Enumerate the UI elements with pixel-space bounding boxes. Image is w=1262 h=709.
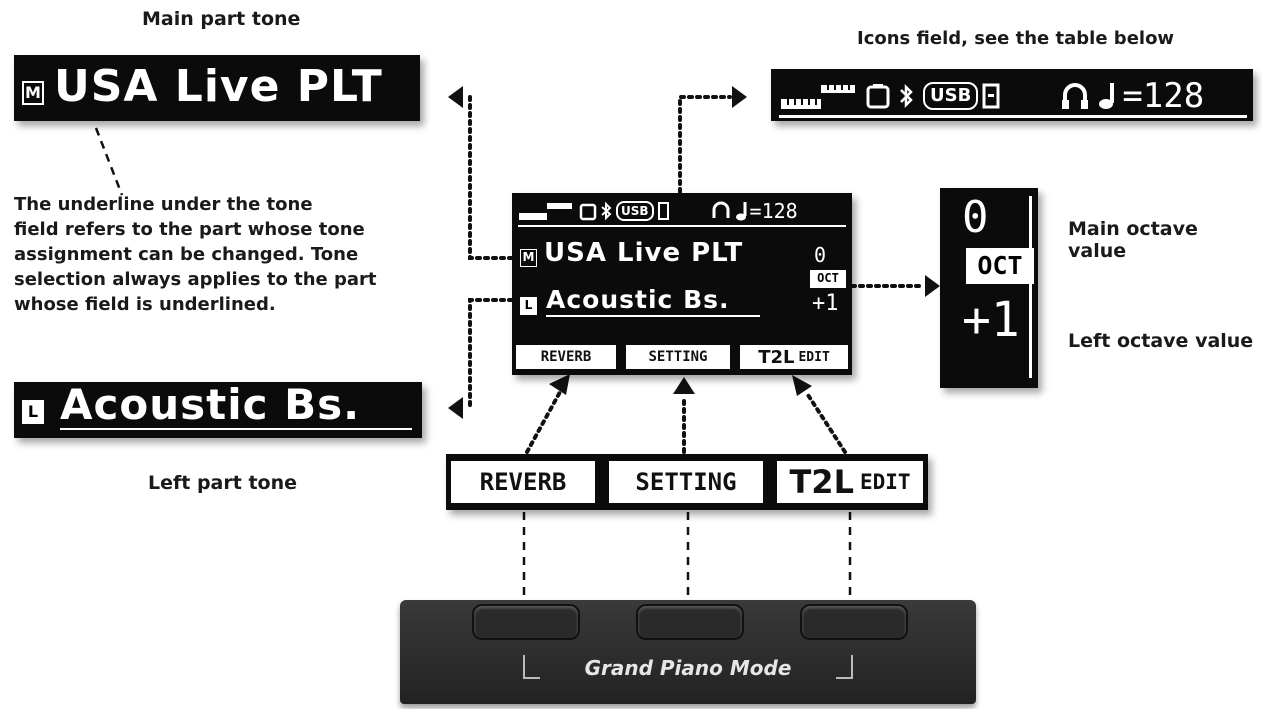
screen-softkey-reverb: REVERB <box>516 345 616 369</box>
screen-memory-icon <box>657 202 669 220</box>
note-icon <box>1099 83 1115 109</box>
screen-main-octave: 0 <box>814 243 827 267</box>
softkey-reverb-label: REVERB <box>479 468 567 496</box>
screen-tablet-icon <box>579 203 597 221</box>
softkey-zoom: REVERB SETTING T2L EDIT <box>446 454 928 510</box>
underline-note-line-5: whose field is underlined. <box>14 294 276 315</box>
screen-softkey-setting: SETTING <box>626 345 730 369</box>
screen-left-octave: +1 <box>812 291 839 316</box>
main-tone-zoom: M USA Live PLT <box>14 55 420 121</box>
mode-label: Grand Piano Mode <box>584 656 792 680</box>
screen-main-badge: M <box>520 249 537 267</box>
screen-oct-badge: OCT <box>810 270 846 288</box>
screen-usb-icon: USB <box>616 201 654 221</box>
main-tone-connector <box>468 95 514 260</box>
tempo-value: =128 <box>1122 76 1205 116</box>
underline-note-line-3: assignment can be changed. Tone <box>14 244 359 265</box>
left-badge: L <box>22 400 44 424</box>
screen-keyboard-icon <box>519 203 572 220</box>
screen-headphones-icon <box>712 201 730 218</box>
softkey-edit-label: EDIT <box>859 470 911 494</box>
usb-icon: USB <box>923 82 979 110</box>
icons-field-label: Icons field, see the table below <box>857 28 1175 49</box>
left-tone-zoom: L Acoustic Bs. <box>14 382 422 438</box>
keyboard-icon <box>781 85 855 109</box>
screen-main-tone: USA Live PLT <box>544 238 744 268</box>
main-tone-name: USA Live PLT <box>54 61 383 112</box>
headphones-icon <box>1062 83 1089 109</box>
softkey-reverb[interactable]: REVERB <box>451 461 595 503</box>
screen-note-icon <box>735 202 747 221</box>
underline-note-line-2: field refers to the part whose tone <box>14 219 365 240</box>
screen-left-tone: Acoustic Bs. <box>546 285 760 317</box>
reverb-connector <box>525 390 562 454</box>
screen-bluetooth-icon <box>601 201 612 221</box>
underline-note: The underline under the tone field refer… <box>14 192 377 317</box>
left-tone-connector <box>468 298 514 410</box>
left-octave-label: Left octave value <box>1068 330 1254 352</box>
reverb-hardware-button[interactable] <box>472 604 580 640</box>
setting-hardware-button[interactable] <box>636 604 744 640</box>
icons-connector <box>678 95 732 194</box>
bluetooth-icon <box>900 83 913 109</box>
screen-softkey-edit-label: EDIT <box>798 349 830 365</box>
underline-note-line-1: The underline under the tone <box>14 194 313 215</box>
screen-softkey-setting-label: SETTING <box>648 349 708 365</box>
left-tone-name: Acoustic Bs. <box>60 382 413 430</box>
screen-softkey-t2l-label: T2L <box>758 346 795 368</box>
icons-field-zoom: USB =128 <box>771 69 1253 121</box>
screen-softkey-reverb-label: REVERB <box>540 349 592 365</box>
lcd-screen: USB =128 M USA Live PLT 0 OCT L Acoustic… <box>512 193 852 375</box>
left-octave-zoom-value: +1 <box>962 292 1020 348</box>
edit-hardware-button[interactable] <box>800 604 908 640</box>
softkey-t2l-edit[interactable]: T2L EDIT <box>777 461 923 503</box>
memory-icon <box>982 83 1000 109</box>
softkey-setting-label: SETTING <box>635 468 737 496</box>
main-badge: M <box>22 81 44 105</box>
main-part-tone-label: Main part tone <box>142 8 301 30</box>
main-octave-label: Main octave value <box>1068 218 1198 262</box>
softkey-t2l-label: T2L <box>789 463 854 501</box>
tablet-icon <box>866 84 890 109</box>
octave-zoom: 0 OCT +1 <box>940 188 1038 388</box>
main-octave-zoom-value: 0 <box>962 192 989 243</box>
screen-softkey-t2l-edit: T2L EDIT <box>740 345 848 369</box>
screen-left-badge: L <box>520 297 537 315</box>
softkey-setting[interactable]: SETTING <box>609 461 763 503</box>
edit-connector <box>806 393 847 454</box>
screen-tempo: =128 <box>749 199 798 223</box>
octave-zoom-badge: OCT <box>966 248 1034 284</box>
underline-note-line-4: selection always applies to the part <box>14 269 377 290</box>
mode-bracket <box>523 655 853 679</box>
left-part-tone-label: Left part tone <box>148 472 297 494</box>
screen-softkeys: REVERB SETTING T2L EDIT <box>516 345 848 369</box>
